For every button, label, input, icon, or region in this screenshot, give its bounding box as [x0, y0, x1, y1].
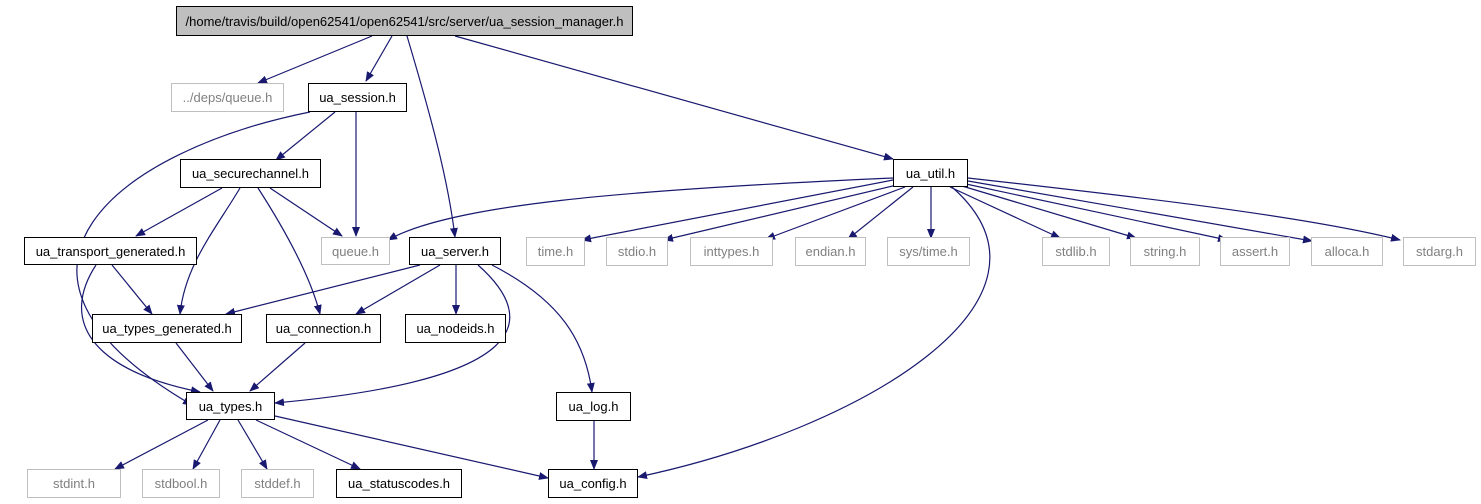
node-assert-h: assert.h — [1220, 237, 1290, 266]
edge-ua-securechannel-queue — [269, 187, 343, 237]
node-sys-time-h: sys/time.h — [887, 237, 970, 266]
edge-ua-util-endian — [847, 186, 914, 240]
edge-root-ua-session — [365, 35, 393, 82]
edge-ua-server-ua-connection — [355, 264, 441, 315]
edge-ua-securechannel-ua-connection — [257, 187, 322, 315]
edge-ua-types-ua-statuscodes — [255, 419, 361, 470]
root-file-node: /home/travis/build/open62541/open62541/s… — [176, 6, 633, 36]
node-queue-h: queue.h — [321, 237, 390, 265]
edge-ua-util-string — [961, 185, 1137, 240]
node-time-h: time.h — [526, 237, 585, 266]
edge-ua-util-stdarg — [967, 177, 1401, 242]
edge-ua-util-time — [581, 179, 894, 243]
edge-ua-server-ua-types-generated — [225, 264, 421, 316]
node-ua-server-h[interactable]: ua_server.h — [409, 237, 501, 265]
node-stdlib-h: stdlib.h — [1042, 237, 1110, 266]
edge-ua-transport-generated-ua-types-generated — [111, 264, 153, 315]
edge-ua-securechannel-ua-transport-generated — [135, 187, 223, 237]
edge-ua-types-stdbool — [192, 419, 221, 470]
edge-ua-securechannel-ua-types-generated — [176, 187, 241, 315]
edge-root-queue-deps — [257, 35, 373, 84]
node-ua-log-h[interactable]: ua_log.h — [556, 392, 631, 421]
edge-ua-server-ua-types — [274, 264, 511, 407]
edge-root-ua-util — [454, 35, 894, 161]
edge-ua-types-generated-ua-types — [175, 342, 214, 392]
edge-ua-util-stdio — [663, 184, 898, 242]
node-stddef-h: stddef.h — [241, 469, 314, 498]
node-ua-transport-generated-h[interactable]: ua_transport_generated.h — [24, 237, 197, 265]
node-ua-connection-h[interactable]: ua_connection.h — [266, 314, 381, 343]
node-stdint-h: stdint.h — [27, 469, 121, 498]
node-endian-h: endian.h — [795, 237, 866, 266]
node-ua-statuscodes-h[interactable]: ua_statuscodes.h — [336, 469, 462, 498]
edge-ua-util-queue — [387, 177, 894, 241]
edge-root-ua-server — [406, 35, 458, 238]
node-stdbool-h: stdbool.h — [142, 469, 220, 498]
node-stdarg-h: stdarg.h — [1403, 237, 1476, 266]
edge-ua-util-inttypes — [765, 186, 906, 240]
node-ua-nodeids-h[interactable]: ua_nodeids.h — [405, 314, 506, 343]
node-alloca-h: alloca.h — [1311, 237, 1383, 266]
edge-ua-util-alloca — [967, 180, 1313, 244]
node-inttypes-h: inttypes.h — [690, 237, 773, 266]
edge-ua-connection-ua-types — [249, 342, 306, 392]
node-deps-queue-h: ../deps/queue.h — [171, 83, 284, 112]
node-ua-config-h[interactable]: ua_config.h — [548, 469, 638, 498]
edge-ua-server-ua-log — [491, 264, 595, 393]
node-ua-types-h[interactable]: ua_types.h — [186, 392, 275, 420]
edge-ua-util-stdlib — [949, 186, 1061, 239]
node-ua-util-h[interactable]: ua_util.h — [893, 159, 968, 187]
edge-ua-types-stddef — [237, 419, 268, 470]
node-stdio-h: stdio.h — [606, 237, 668, 266]
edge-ua-types-ua-config — [274, 415, 549, 480]
edge-ua-session-ua-types — [76, 111, 311, 406]
node-ua-securechannel-h[interactable]: ua_securechannel.h — [180, 159, 321, 188]
edge-ua-util-assert — [965, 183, 1228, 243]
edge-ua-util-ua-config — [637, 186, 991, 480]
edge-ua-types-stdint — [114, 419, 209, 470]
node-ua-session-h[interactable]: ua_session.h — [308, 83, 407, 112]
edge-ua-session-ua-securechannel — [275, 111, 336, 161]
node-ua-types-generated-h[interactable]: ua_types_generated.h — [92, 314, 242, 343]
node-string-h: string.h — [1130, 237, 1200, 266]
